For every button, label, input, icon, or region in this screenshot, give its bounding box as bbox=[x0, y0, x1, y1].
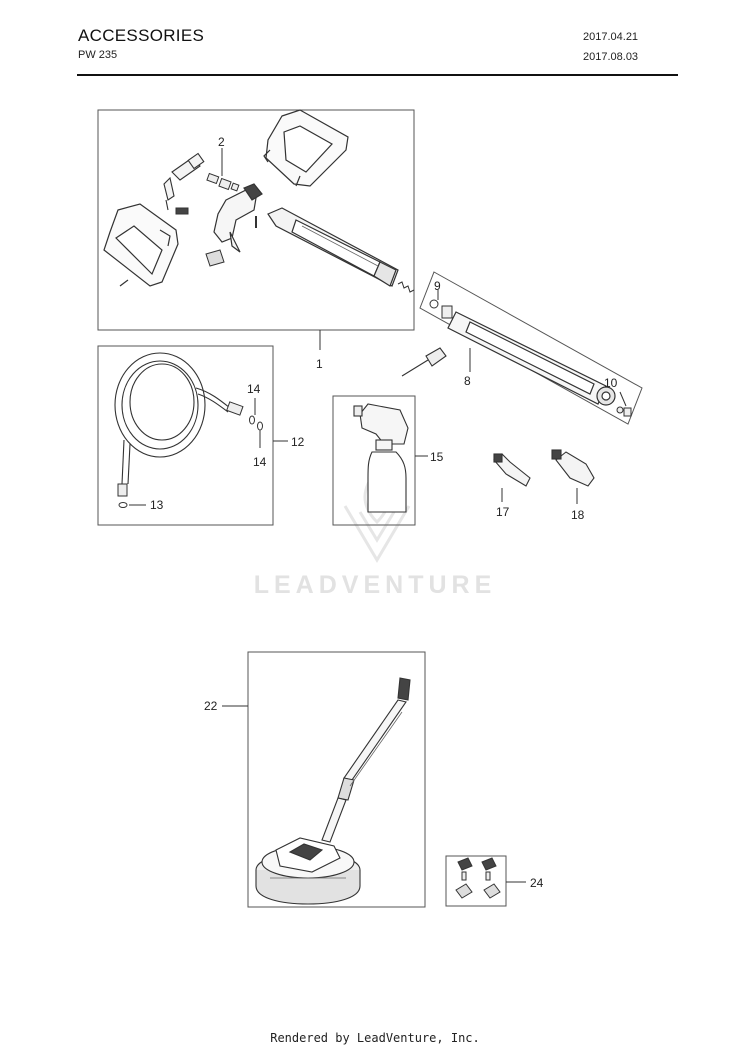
main-tube-part[interactable] bbox=[267, 207, 399, 287]
lance-tube-part[interactable] bbox=[447, 311, 616, 406]
callout-15: 15 bbox=[430, 450, 444, 464]
hose-fittings-part[interactable] bbox=[117, 401, 263, 508]
hose-group[interactable] bbox=[97, 345, 288, 526]
connector-part[interactable] bbox=[163, 152, 205, 211]
callout-12: 12 bbox=[291, 435, 305, 449]
nozzle-17-part[interactable] bbox=[493, 453, 531, 487]
callout-14b: 14 bbox=[253, 455, 267, 469]
lock-clip-part[interactable] bbox=[205, 249, 225, 267]
callout-17: 17 bbox=[496, 505, 510, 519]
surface-cleaner-group[interactable] bbox=[222, 651, 426, 908]
date-created: 2017.04.21 bbox=[583, 31, 639, 43]
trigger-lever-part[interactable] bbox=[213, 183, 263, 253]
header-rule bbox=[77, 74, 678, 76]
gun-assembly-group[interactable] bbox=[97, 109, 415, 350]
callout-18: 18 bbox=[571, 508, 585, 522]
fittings-kit-group[interactable] bbox=[445, 855, 526, 907]
foam-bottle-group[interactable] bbox=[332, 395, 428, 526]
callout-14a: 14 bbox=[247, 382, 261, 396]
screw-part bbox=[119, 279, 129, 287]
callout-13: 13 bbox=[150, 498, 164, 512]
callout-24: 24 bbox=[530, 876, 544, 890]
hose-coil-part[interactable] bbox=[114, 352, 231, 485]
surface-cleaner-wand-part[interactable] bbox=[321, 677, 411, 843]
leader-10 bbox=[619, 391, 627, 407]
foam-bottle-part[interactable] bbox=[353, 403, 409, 513]
callout-9: 9 bbox=[434, 279, 441, 293]
callout-8: 8 bbox=[464, 374, 471, 388]
lance-tip-part[interactable] bbox=[441, 305, 453, 319]
date-revised: 2017.08.03 bbox=[583, 51, 639, 63]
extension-lance-group[interactable] bbox=[419, 271, 643, 425]
nozzle-18-part[interactable] bbox=[551, 449, 595, 487]
fitting-parts[interactable] bbox=[455, 857, 501, 899]
watermark-text: LEADVENTURE bbox=[253, 571, 497, 599]
spring-part bbox=[397, 281, 415, 293]
model-number: PW 235 bbox=[78, 49, 118, 61]
handle-housing-part[interactable] bbox=[263, 109, 349, 187]
callout-2: 2 bbox=[218, 135, 225, 149]
footer-credit: Rendered by LeadVenture, Inc. bbox=[270, 1031, 480, 1045]
trigger-handle-part[interactable] bbox=[103, 203, 179, 287]
callout-22: 22 bbox=[204, 699, 218, 713]
callout-1: 1 bbox=[316, 357, 323, 371]
cleaning-needle-part[interactable] bbox=[401, 347, 447, 377]
surface-cleaner-head-part[interactable] bbox=[255, 837, 361, 905]
clip-part bbox=[175, 207, 189, 215]
oring-9 bbox=[429, 299, 439, 309]
callout-10: 10 bbox=[604, 376, 618, 390]
valve-part[interactable] bbox=[206, 172, 240, 192]
lance-end-parts bbox=[616, 406, 632, 417]
page-title: ACCESSORIES bbox=[78, 26, 205, 45]
